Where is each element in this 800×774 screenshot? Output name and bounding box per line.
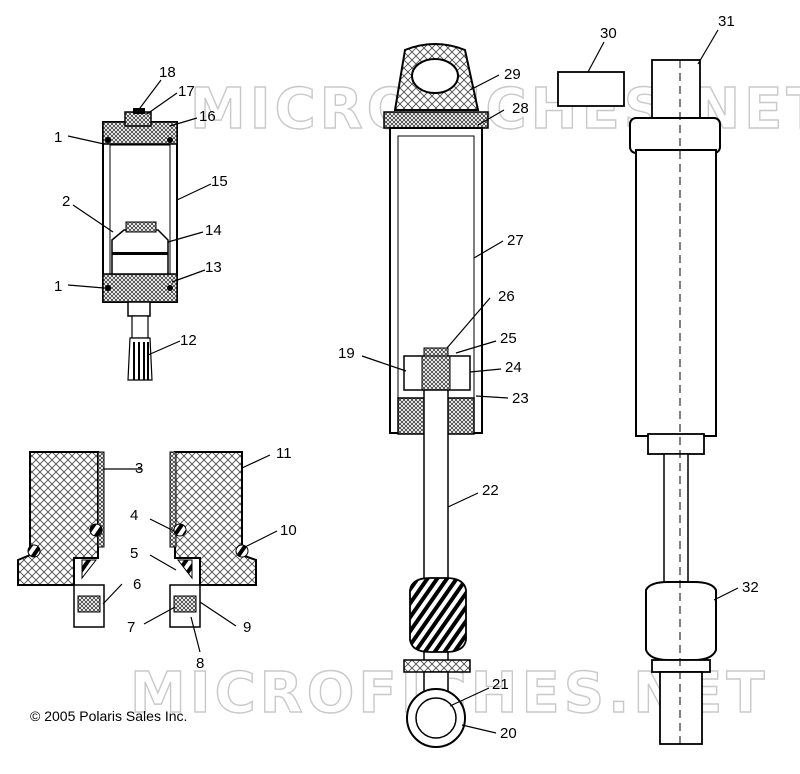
callout-8: 8 (196, 655, 204, 672)
callout-1-lower: 1 (54, 278, 62, 295)
callout-11: 11 (276, 445, 292, 462)
callout-26: 26 (498, 288, 515, 305)
callout-13: 13 (205, 259, 222, 276)
callout-30: 30 (600, 25, 617, 42)
callout-28: 28 (512, 100, 529, 117)
callout-25: 25 (500, 330, 517, 347)
reservoir-assembly (102, 108, 178, 381)
callout-20: 20 (500, 725, 517, 742)
callout-21: 21 (492, 676, 509, 693)
callout-7: 7 (127, 619, 135, 636)
callout-23: 23 (512, 390, 529, 407)
callout-27: 27 (507, 232, 524, 249)
callout-2: 2 (62, 193, 70, 210)
shock-cutaway (383, 43, 489, 748)
callout-16: 16 (199, 108, 216, 125)
callout-labels: 1 1 2 3 4 5 6 7 8 9 10 11 12 13 14 15 16… (54, 13, 759, 742)
callout-3: 3 (135, 460, 143, 477)
callout-19: 19 (338, 345, 355, 362)
callout-9: 9 (243, 619, 251, 636)
seal-head-detail (17, 451, 257, 628)
callout-10: 10 (280, 522, 297, 539)
copyright-notice: © 2005 Polaris Sales Inc. (30, 708, 187, 724)
leader-lines (67, 29, 739, 734)
callout-6: 6 (133, 576, 141, 593)
shock-exterior (557, 59, 721, 745)
callout-32: 32 (742, 579, 759, 596)
callout-29: 29 (504, 66, 521, 83)
callout-1: 1 (54, 129, 62, 146)
callout-24: 24 (505, 359, 522, 376)
callout-12: 12 (180, 332, 197, 349)
callout-5: 5 (130, 545, 138, 562)
callout-14: 14 (205, 222, 222, 239)
callout-15: 15 (211, 173, 228, 190)
callout-17: 17 (178, 83, 195, 100)
callout-31: 31 (718, 13, 735, 30)
callout-18: 18 (159, 64, 176, 81)
callout-4: 4 (130, 507, 138, 524)
callout-22: 22 (482, 482, 499, 499)
